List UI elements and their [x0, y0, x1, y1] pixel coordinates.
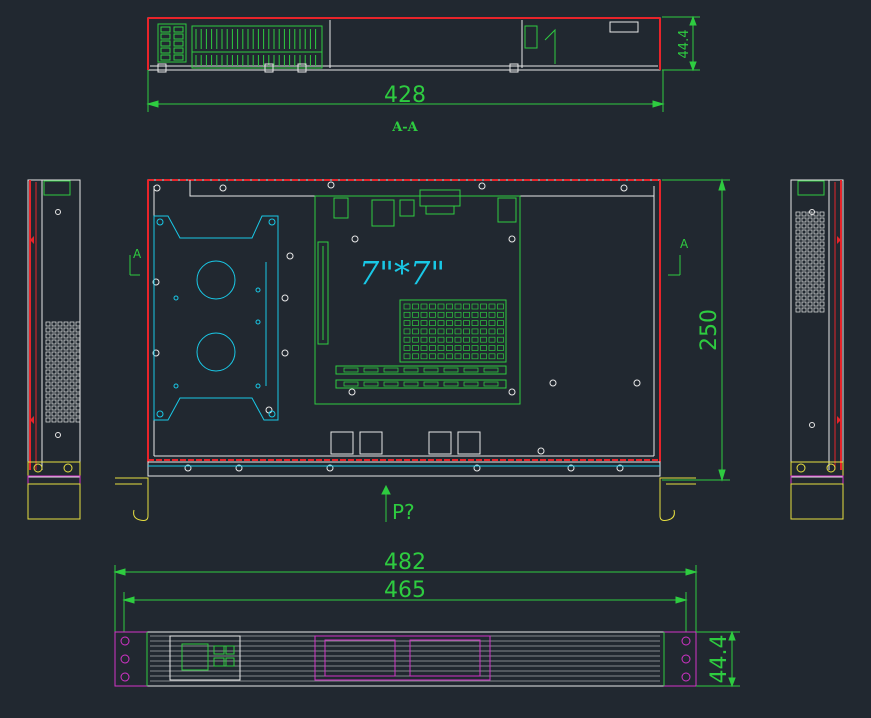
- board-size-label: 7"*7": [359, 254, 445, 292]
- rack-ear-right: [663, 631, 697, 687]
- vga-connector: [419, 189, 461, 215]
- dim-428-label: 428: [384, 83, 426, 108]
- rear-connector-block: [157, 23, 323, 69]
- front-arrow: [381, 484, 391, 522]
- vesa-mount-plate: [153, 215, 279, 421]
- front-control-panel: [169, 635, 241, 681]
- dim-465-label: 465: [384, 578, 426, 603]
- dim-465: [122, 592, 688, 632]
- section-label-a-a: A-A: [391, 120, 418, 135]
- section-marker-right: [668, 255, 681, 276]
- dim-250: [662, 178, 730, 482]
- section-marker-left-label: A: [133, 247, 142, 261]
- heatsink-fins: [403, 303, 504, 360]
- right-side-view: [790, 179, 844, 520]
- front-panel: [114, 631, 697, 687]
- front-view: 482 465: [113, 550, 740, 688]
- cpu-heatsink: [399, 299, 507, 363]
- front-arrow-label: P?: [392, 500, 415, 524]
- motherboard: [314, 195, 521, 405]
- dim-44-4-top-label: 44.4: [677, 30, 692, 59]
- dim-482-label: 482: [384, 550, 426, 575]
- plan-view: 7"*7" A: [115, 178, 730, 524]
- dim-44-4-top: [662, 15, 700, 72]
- dim-250-label: 250: [697, 309, 722, 351]
- ram-slots: [343, 367, 499, 387]
- section-marker-right-label: A: [680, 237, 689, 251]
- dim-44-4-front: [696, 630, 740, 688]
- front-ports: [325, 431, 488, 457]
- dim-428: [146, 70, 665, 112]
- top-view: 428 A-A 44.4: [146, 15, 700, 135]
- left-side-view: [27, 179, 81, 520]
- front-drive-bays: [314, 635, 491, 681]
- right-vent-grille: [795, 211, 825, 313]
- dim-482: [113, 565, 698, 632]
- rack-ears: [115, 461, 696, 521]
- left-vent-grille: [45, 321, 81, 423]
- section-marker-left: [129, 255, 140, 276]
- rack-ear-left: [114, 631, 148, 687]
- connector-pins: [160, 26, 317, 66]
- dim-44-4-front-label: 44.4: [707, 635, 732, 684]
